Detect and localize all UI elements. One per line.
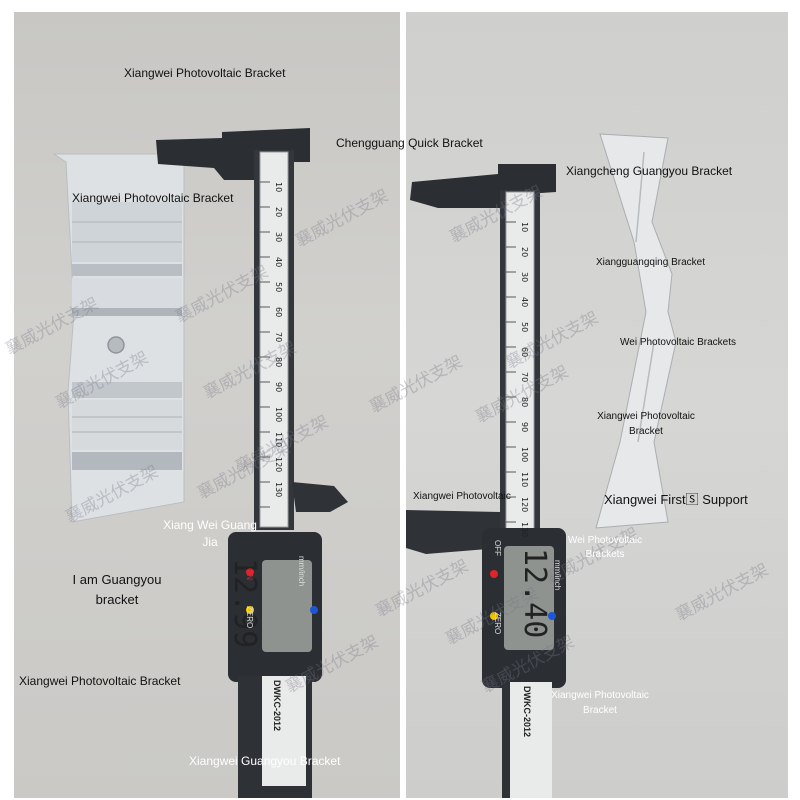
ruler-number: 40 [274, 257, 283, 267]
ruler-number: 110 [274, 432, 283, 447]
caliper-left [156, 128, 348, 798]
caliper-right-off: OFF [493, 540, 502, 556]
label-xwgj-line2: Jia [202, 535, 218, 549]
ruler-number: 110 [520, 472, 529, 487]
aluminum-profile [52, 153, 185, 523]
label-right-a: Xiangguangqing Bracket [596, 257, 705, 268]
label-wei-pv-line1: Wei Photovoltaic [567, 535, 643, 546]
label-bottom-right: Xiangwei Photovoltaic Bracket [550, 690, 650, 716]
label-guangyou-line1: I am Guangyou [72, 572, 162, 587]
ruler-number: 100 [520, 447, 529, 462]
caliper-right [406, 164, 566, 798]
ruler-number: 60 [520, 347, 529, 357]
label-center-mid: Xiangwei Photovoltaic [413, 491, 511, 502]
ruler-number: 40 [520, 297, 529, 307]
ruler-number: 10 [520, 222, 529, 232]
ruler-number: 30 [274, 232, 283, 242]
left-photo-figure: 10 20 30 40 50 60 70 80 90 100 110 120 130 [52, 128, 348, 798]
ruler-number: 100 [274, 407, 283, 422]
ruler-number: 20 [520, 247, 529, 257]
right-photo-figure: 10 20 30 40 50 60 70 80 90 100 110 120 130 [406, 133, 677, 798]
label-right-first: Xiangwei First🅂 Support [604, 492, 748, 507]
label-bottom-right-line2: Bracket [583, 705, 617, 716]
caliper-right-model: DWKC-2012 [522, 686, 532, 738]
label-wei-pv: Wei Photovoltaic Brackets [560, 535, 650, 560]
ruler-number: 80 [520, 397, 529, 407]
label-wei-pv-line2: Brackets [585, 549, 625, 560]
label-right-top: Xiangcheng Guangyou Bracket [566, 164, 733, 178]
caliper-left-on: ON [245, 568, 254, 580]
left-photo-panel: 10 20 30 40 50 60 70 80 90 100 110 120 130 [14, 12, 400, 798]
ruler-number: 130 [520, 522, 529, 537]
ruler-number: 90 [520, 422, 529, 432]
label-top-center: Chengguang Quick Bracket [336, 136, 483, 150]
ruler-number: 70 [274, 332, 283, 342]
label-right-c: Xiangwei Photovoltaic Bracket [596, 411, 696, 437]
ruler-number: 130 [274, 482, 283, 497]
label-bottom-left: Xiangwei Photovoltaic Bracket [19, 674, 181, 688]
label-left-bracket: Xiangwei Photovoltaic Bracket [72, 191, 234, 205]
label-bottom-center: Xiangwei Guangyou Bracket [189, 754, 341, 768]
right-photo-panel: 10 20 30 40 50 60 70 80 90 100 110 120 130 [406, 12, 788, 798]
caliper-left-model: DWKC-2012 [272, 680, 282, 732]
label-guangyou: I am Guangyou bracket [62, 572, 172, 607]
ruler-number: 90 [274, 382, 283, 392]
caliper-right-display: 12.40 [517, 548, 552, 639]
ruler-number: 20 [274, 207, 283, 217]
ruler-number: 80 [274, 357, 283, 367]
ruler-number: 50 [274, 282, 283, 292]
ruler-number: 60 [274, 307, 283, 317]
ruler-number: 50 [520, 322, 529, 332]
label-right-c-line2: Bracket [629, 426, 663, 437]
label-xwgj: Xiang Wei Guang Jia [158, 518, 262, 549]
label-right-c-line1: Xiangwei Photovoltaic [597, 411, 695, 422]
caliper-right-zero: ZERO [493, 612, 502, 635]
ruler-number: 70 [520, 372, 529, 382]
label-top-left: Xiangwei Photovoltaic Bracket [124, 66, 286, 80]
ruler-number: 120 [520, 497, 529, 512]
zigzag-bracket [595, 133, 677, 529]
caliper-right-unit: mm/inch [553, 560, 562, 591]
label-right-b: Wei Photovoltaic Brackets [620, 337, 736, 348]
label-guangyou-line2: bracket [95, 592, 139, 607]
caliper-left-zero: ZERO [245, 606, 254, 629]
ruler-number: 10 [274, 182, 283, 192]
ruler-number: 30 [520, 272, 529, 282]
caliper-left-unit: mm/inch [297, 556, 306, 587]
label-xwgj-line1: Xiang Wei Guang [163, 518, 257, 532]
ruler-number: 120 [274, 457, 283, 472]
label-bottom-right-line1: Xiangwei Photovoltaic [551, 690, 649, 701]
